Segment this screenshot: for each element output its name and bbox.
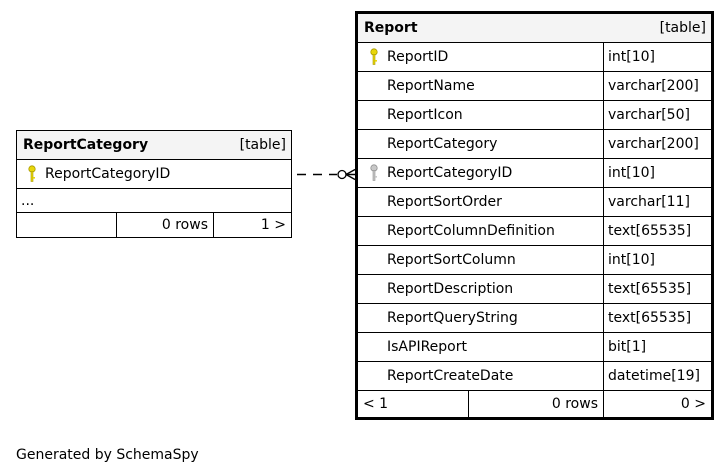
column-name: ReportName (387, 78, 475, 94)
column-type: varchar[200] (608, 136, 699, 152)
optional-marker (337, 169, 347, 180)
column-name: ReportIcon (387, 107, 463, 123)
column-type: bit[1] (608, 339, 647, 355)
column-type: datetime[19] (608, 368, 700, 384)
generator-credit: Generated by SchemaSpy (16, 447, 199, 463)
children-link[interactable]: 1 > (260, 217, 286, 233)
column-cell: IsAPIReport (358, 333, 604, 361)
table-name[interactable]: Report (364, 20, 418, 36)
table-row[interactable]: ReportSortColumn int[10] (358, 246, 711, 275)
report-category-table: ReportCategory [table] ReportCategoryID … (16, 130, 292, 238)
parents-link[interactable]: < 1 (358, 391, 469, 417)
foreign-key-icon (365, 163, 383, 183)
table-row[interactable]: ReportColumnDefinition text[65535] (358, 217, 711, 246)
crowfoot-lower (345, 173, 356, 181)
column-cell: ReportID (358, 43, 604, 71)
column-cell: ReportSortOrder (358, 188, 604, 216)
ellipsis: ... (21, 192, 35, 209)
column-name: ReportQueryString (387, 310, 518, 326)
table-row[interactable]: ReportIcon varchar[50] (358, 101, 711, 130)
column-type: int[10] (608, 252, 655, 268)
footer-cell (17, 213, 117, 237)
report-table: Report [table] ReportID int[10] ReportNa… (355, 11, 714, 420)
column-name: ReportCreateDate (387, 368, 514, 384)
column-cell: ReportColumnDefinition (358, 217, 604, 245)
column-type: varchar[200] (608, 78, 699, 94)
column-cell: ReportDescription (358, 275, 604, 303)
column-cell: ReportIcon (358, 101, 604, 129)
table-row[interactable]: ReportCategoryID (17, 160, 291, 189)
row-count: 0 rows (469, 391, 604, 417)
column-cell: ReportQueryString (358, 304, 604, 332)
table-row[interactable]: ReportCategoryID int[10] (358, 159, 711, 188)
more-columns: ... (17, 189, 291, 213)
column-type: varchar[11] (608, 194, 690, 210)
crowfoot-upper (345, 168, 356, 176)
column-type: varchar[50] (608, 107, 690, 123)
table-header: ReportCategory [table] (17, 131, 291, 160)
column-name: ReportSortColumn (387, 252, 516, 268)
column-type: int[10] (608, 49, 655, 65)
column-name: ReportCategory (387, 136, 498, 152)
column-cell: ReportCategoryID (358, 159, 604, 187)
column-type: text[65535] (608, 223, 692, 239)
column-type: text[65535] (608, 281, 692, 297)
children-link[interactable]: 0 > (680, 396, 706, 412)
table-row[interactable]: ReportName varchar[200] (358, 72, 711, 101)
table-footer: 0 rows 1 > (17, 213, 291, 237)
column-name: IsAPIReport (387, 339, 467, 355)
table-footer: < 1 0 rows 0 > (358, 391, 711, 417)
table-row[interactable]: ReportCategory varchar[200] (358, 130, 711, 159)
column-type: int[10] (608, 165, 655, 181)
table-row[interactable]: ReportDescription text[65535] (358, 275, 711, 304)
column-type: text[65535] (608, 310, 692, 326)
table-row[interactable]: ReportQueryString text[65535] (358, 304, 711, 333)
table-kind: [table] (659, 20, 706, 36)
primary-key-icon (23, 164, 41, 184)
column-cell: ReportSortColumn (358, 246, 604, 274)
table-name[interactable]: ReportCategory (23, 137, 149, 153)
column-cell: ReportCategory (358, 130, 604, 158)
column-name: ReportSortOrder (387, 194, 502, 210)
column-name: ReportCategoryID (387, 165, 513, 181)
column-list: ReportID int[10] ReportName varchar[200]… (358, 43, 711, 391)
column-name: ReportColumnDefinition (387, 223, 555, 239)
column-name: ReportDescription (387, 281, 514, 297)
column-cell: ReportName (358, 72, 604, 100)
table-kind: [table] (239, 137, 286, 153)
table-row[interactable]: IsAPIReport bit[1] (358, 333, 711, 362)
table-row[interactable]: ReportCreateDate datetime[19] (358, 362, 711, 391)
primary-key-icon (365, 47, 383, 67)
table-header: Report [table] (358, 14, 711, 43)
column-cell: ReportCreateDate (358, 362, 604, 390)
table-row[interactable]: ReportID int[10] (358, 43, 711, 72)
row-count: 0 rows (117, 213, 214, 237)
table-row[interactable]: ReportSortOrder varchar[11] (358, 188, 711, 217)
column-name: ReportID (387, 49, 449, 65)
column-name: ReportCategoryID (45, 166, 171, 182)
